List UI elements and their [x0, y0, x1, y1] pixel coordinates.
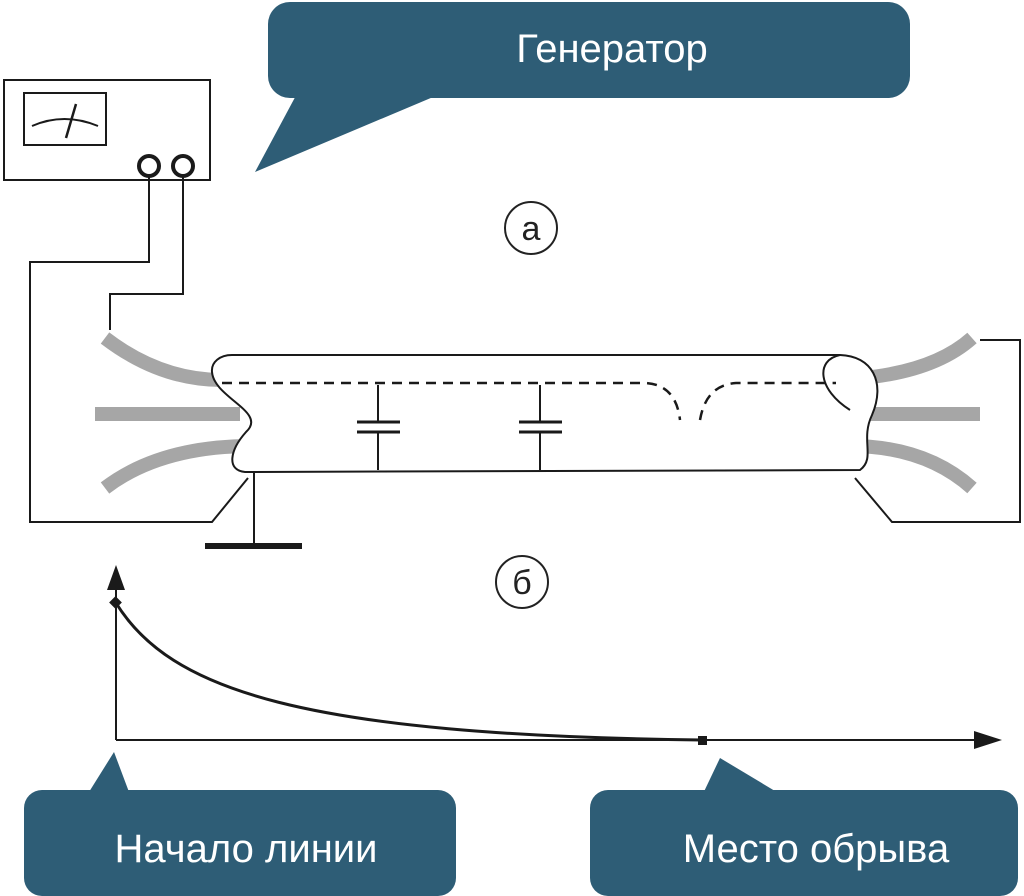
analog-meter-icon — [23, 92, 107, 146]
line-start-callout-box — [24, 790, 456, 896]
break-point-callout-pointer — [700, 758, 790, 800]
panel-b-label: б — [512, 564, 531, 602]
panel-a-marker: а — [504, 201, 558, 255]
break-point-marker — [698, 736, 707, 745]
connection-wires — [29, 176, 1021, 523]
line-start-callout: Начало линии — [24, 752, 456, 896]
y-axis-arrow — [107, 565, 125, 590]
panel-b-marker: б — [495, 555, 549, 609]
break-point-label: Место обрыва — [683, 827, 950, 871]
capacitor-icon — [519, 385, 562, 470]
left-upper-core — [100, 332, 223, 387]
line-start-label: Начало линии — [115, 827, 378, 871]
terminal-icon — [137, 154, 161, 178]
ground-icon — [205, 472, 302, 549]
conductor-before-break — [222, 381, 682, 421]
panel-a-label: а — [522, 210, 541, 248]
line-start-callout-pointer — [84, 752, 132, 800]
x-axis-arrow — [974, 731, 1002, 749]
decay-curve — [114, 602, 703, 742]
generator-callout-box — [268, 2, 910, 98]
generator-device — [3, 79, 211, 181]
dashed-conductor — [222, 381, 836, 421]
capacitor-icon — [357, 385, 400, 470]
decay-graph — [107, 565, 1002, 749]
far-end-wire — [854, 339, 1021, 523]
upper-core-wire — [109, 176, 184, 330]
break-point-callout-box — [590, 790, 1018, 896]
conductor-after-break — [698, 381, 836, 421]
break-point-callout: Место обрыва — [590, 758, 1018, 896]
outer-loop-wire — [29, 176, 249, 523]
cable-sheath — [210, 354, 879, 474]
generator-callout: Генератор — [255, 2, 910, 172]
terminal-icon — [171, 154, 195, 178]
left-lower-core — [100, 439, 253, 494]
generator-label: Генератор — [516, 27, 708, 71]
generator-callout-pointer — [255, 88, 445, 172]
